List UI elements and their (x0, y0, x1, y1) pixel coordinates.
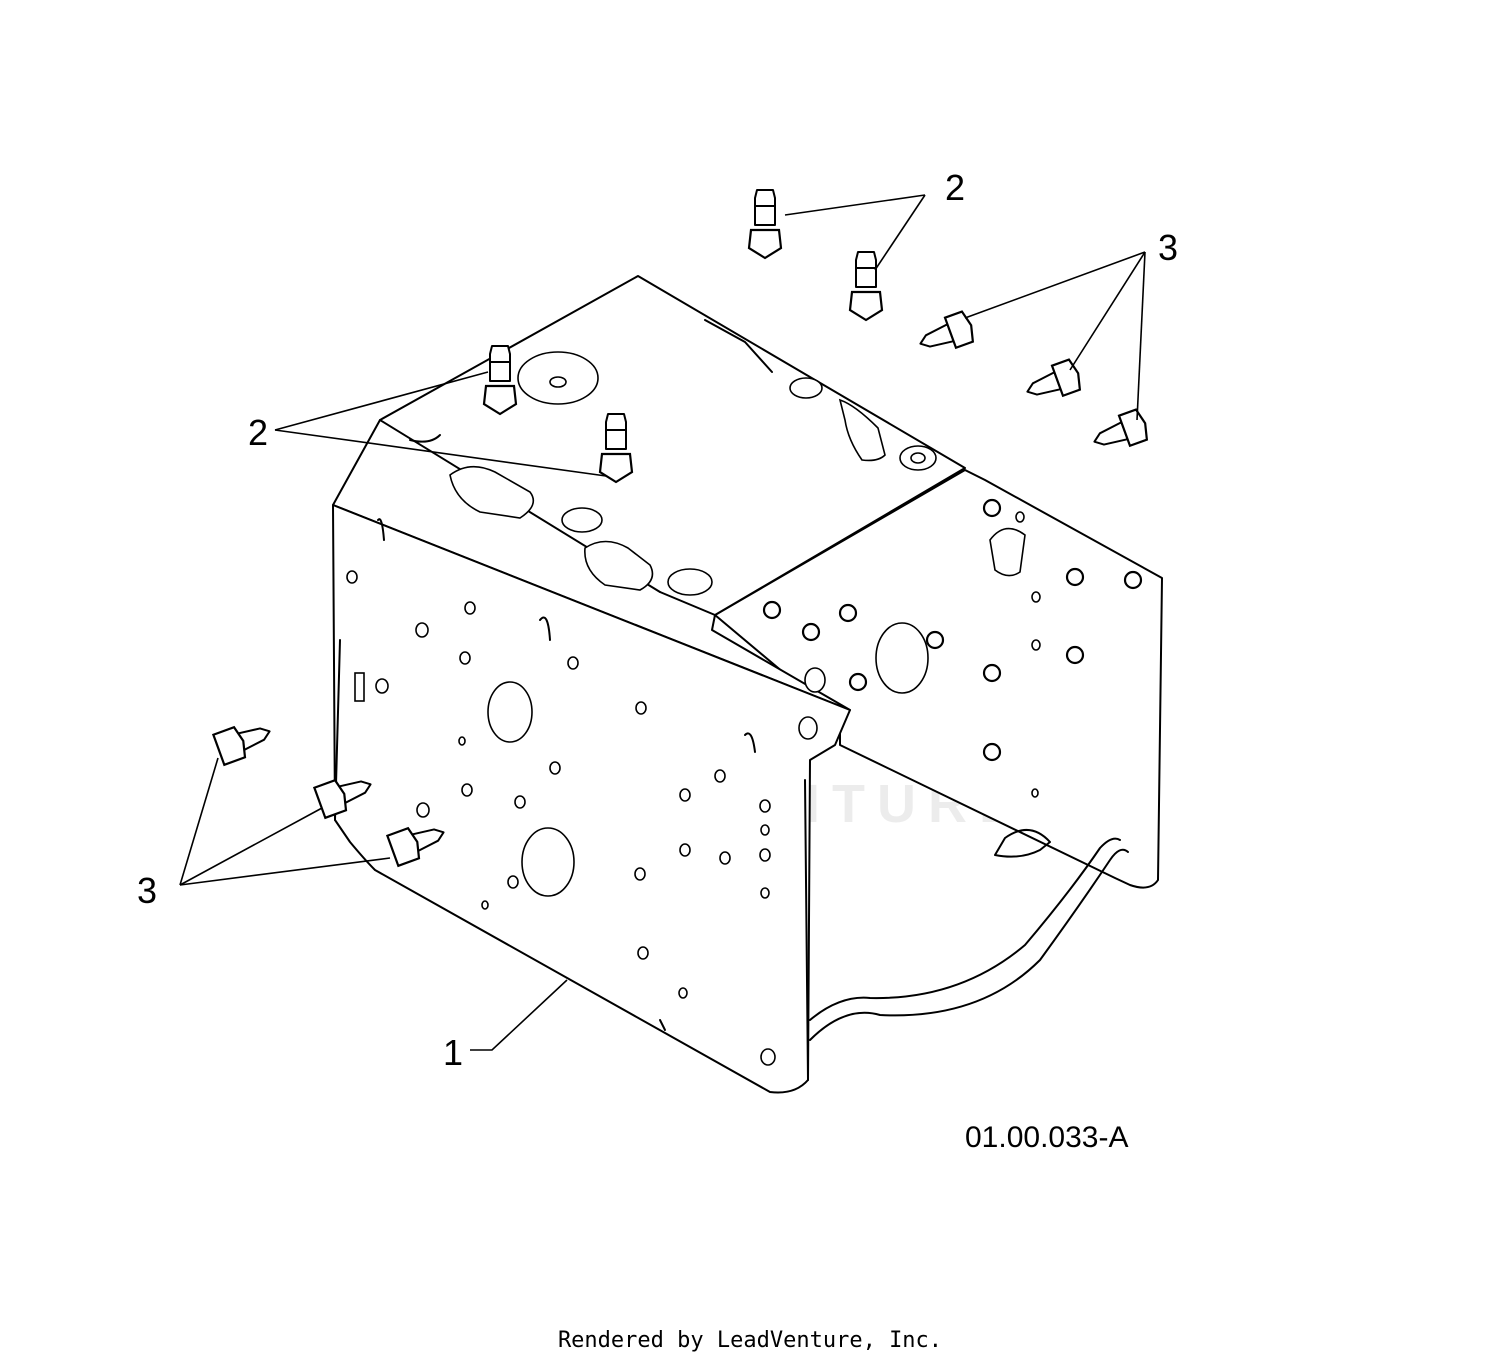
callout-part-1: 1 (443, 1032, 463, 1073)
flange-screw (385, 826, 445, 868)
footer-credit: Rendered by LeadVenture, Inc. (557, 1328, 943, 1353)
stud-bolts (482, 189, 884, 484)
callout-part-3: 3 (1158, 227, 1178, 268)
flange-screw (312, 778, 372, 820)
callout-part-2: 2 (945, 167, 965, 208)
rear-panel-holes (762, 498, 1143, 798)
flange-screw (1093, 408, 1149, 448)
frame-assembly (332, 275, 1163, 1094)
callout-part-3: 3 (137, 870, 157, 911)
figure-code: 01.00.033-A (965, 1121, 1128, 1154)
flange-screw (919, 310, 975, 350)
front-panel-holes (346, 518, 818, 1066)
stud-bolt (598, 413, 634, 484)
frame-rear-right-panel (714, 469, 1163, 889)
flange-screw (211, 725, 271, 767)
stud-bolt (848, 251, 884, 322)
flange-screws (211, 310, 1149, 868)
callout-part-2: 2 (248, 412, 268, 453)
leader-lines (179, 194, 1146, 1051)
frame-bottom-rail (809, 848, 1129, 1041)
flange-screw (1026, 358, 1082, 398)
stud-bolt (482, 345, 518, 416)
stud-bolt (747, 189, 783, 260)
